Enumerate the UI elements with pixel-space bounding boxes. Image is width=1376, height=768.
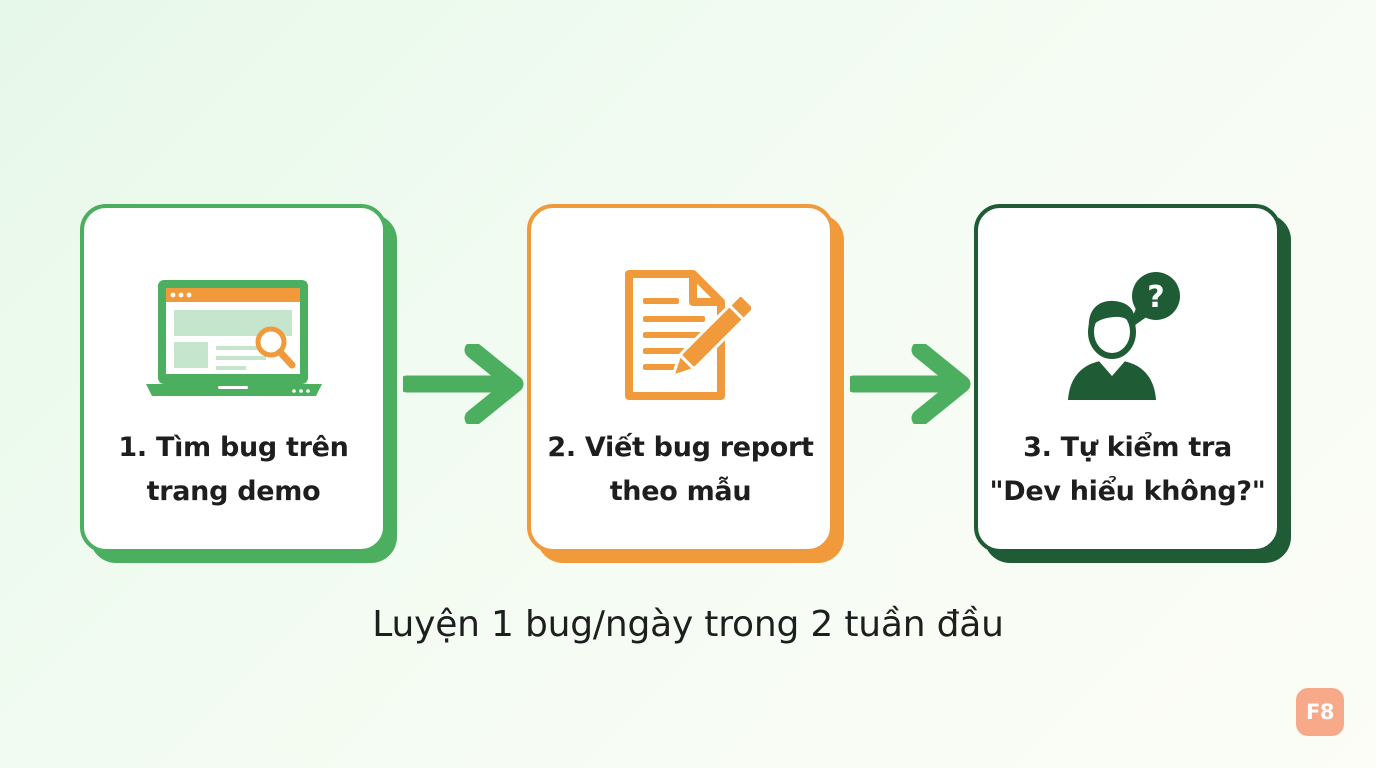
svg-text:?: ? [1147, 280, 1164, 315]
document-pencil-icon [531, 268, 830, 404]
step-label-line-2: theo mẫu [609, 476, 752, 507]
step-label: 3. Tự kiểm tra "Dev hiểu không?" [988, 426, 1267, 514]
arrow-right-icon [845, 341, 974, 428]
laptop-magnifier-icon [84, 274, 383, 400]
step-label-line-1: 3. Tự kiểm tra [1023, 432, 1232, 463]
step-card-3: ? 3. Tự kiểm tra "Dev hiểu không?" [974, 204, 1281, 553]
step-label-line-1: 2. Viết bug report [547, 432, 814, 463]
step-label: 2. Viết bug report theo mẫu [541, 426, 820, 514]
step-label: 1. Tìm bug trên trang demo [94, 426, 373, 514]
step-label-line-1: 1. Tìm bug trên [118, 432, 349, 463]
f8-logo: F8 [1296, 688, 1344, 736]
arrow-right-icon [398, 341, 527, 428]
step-card-1: 1. Tìm bug trên trang demo [80, 204, 387, 553]
caption: Luyện 1 bug/ngày trong 2 tuần đầu [372, 604, 1004, 645]
step-label-line-2: "Dev hiểu không?" [989, 476, 1266, 507]
step-card-2: 2. Viết bug report theo mẫu [527, 204, 834, 553]
person-question-icon: ? [978, 268, 1277, 404]
step-label-line-2: trang demo [146, 476, 321, 507]
